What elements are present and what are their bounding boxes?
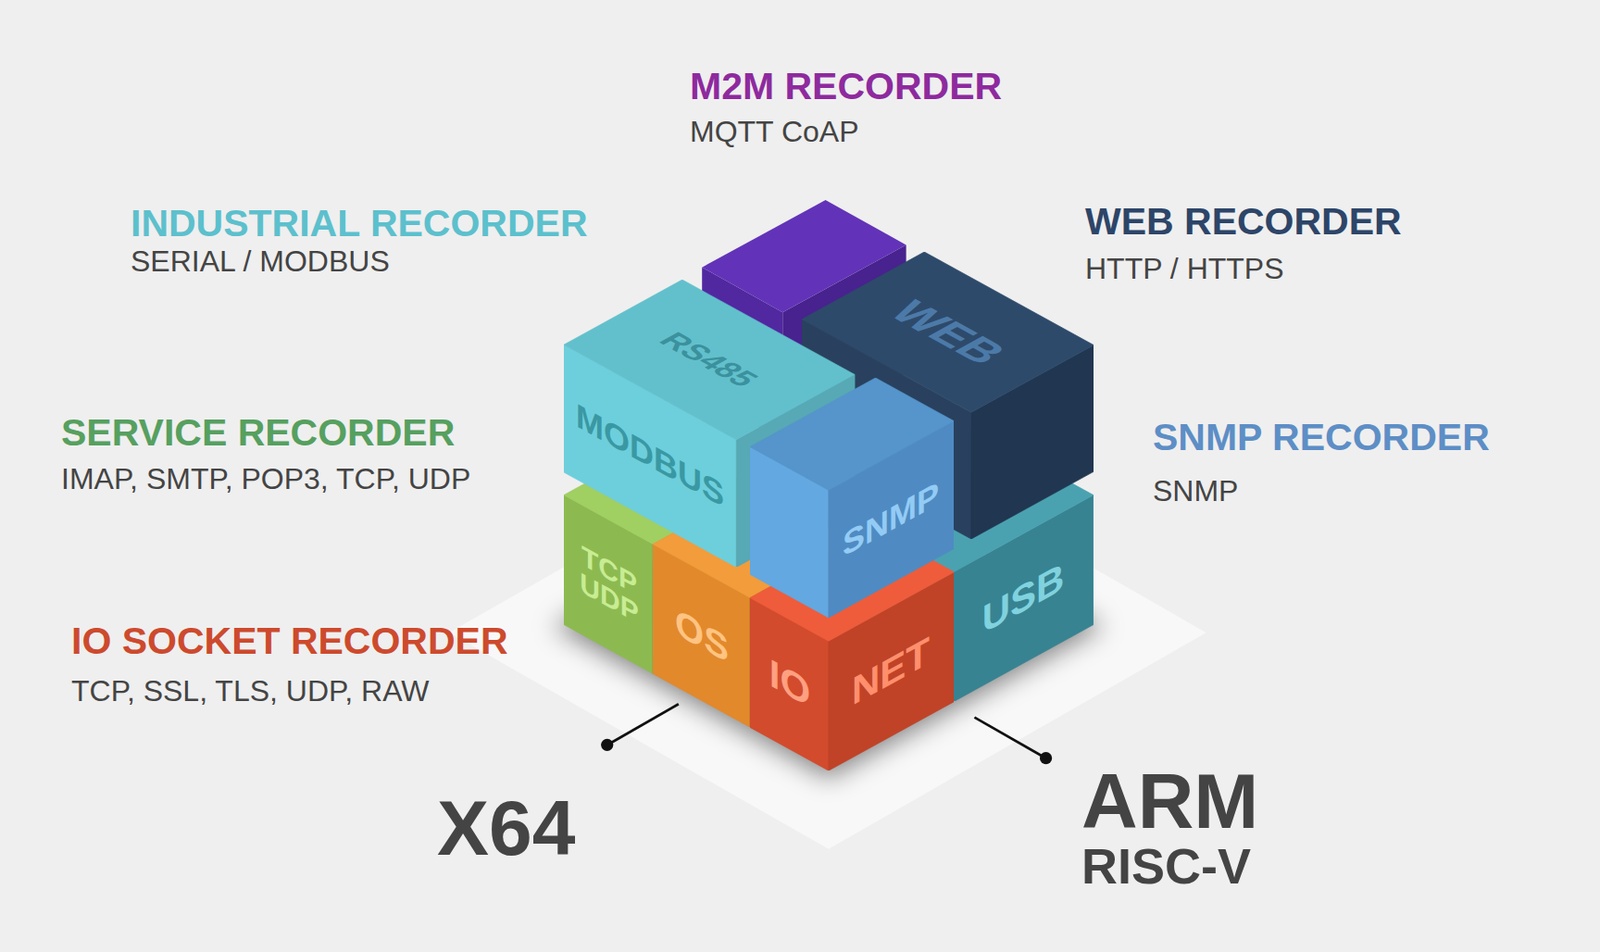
protocol-list: IMAP, SMTP, POP3, TCP, UDP — [61, 463, 471, 494]
recorder-title: M2M RECORDER — [689, 67, 1002, 106]
protocol-list: SNMP — [1152, 475, 1238, 506]
protocol-list: MQTT CoAP — [689, 116, 860, 147]
architecture-label: X64 — [437, 788, 575, 867]
block-face — [784, 478, 954, 702]
architecture-label: ARM — [1081, 762, 1259, 840]
block-face — [784, 401, 1094, 573]
protocol-list: HTTP / HTTPS — [1085, 253, 1285, 284]
block-face — [801, 251, 1094, 413]
recorder-title: SNMP RECORDER — [1152, 418, 1490, 457]
block-face — [750, 528, 954, 641]
recorder-title: INDUSTRIAL RECORDER — [130, 204, 588, 243]
recorder-title: WEB RECORDER — [1085, 202, 1402, 241]
recorder-title: IO SOCKET RECORDER — [71, 622, 509, 661]
leader-dot — [600, 738, 613, 751]
iso-block: SNMP — [750, 377, 954, 618]
leader-line — [609, 703, 679, 744]
block-face — [750, 377, 954, 490]
protocol-list: SERIAL / MODBUS — [130, 246, 390, 276]
leader-line — [974, 717, 1044, 758]
recorder-title: SERVICE RECORDER — [61, 413, 455, 452]
block-face — [563, 438, 755, 544]
block-face — [652, 487, 852, 598]
recorder-title: RISC-V — [1081, 840, 1251, 891]
protocol-list: TCP, SSL, TLS, UDP, RAW — [71, 675, 430, 706]
leader-dot — [1039, 751, 1052, 764]
